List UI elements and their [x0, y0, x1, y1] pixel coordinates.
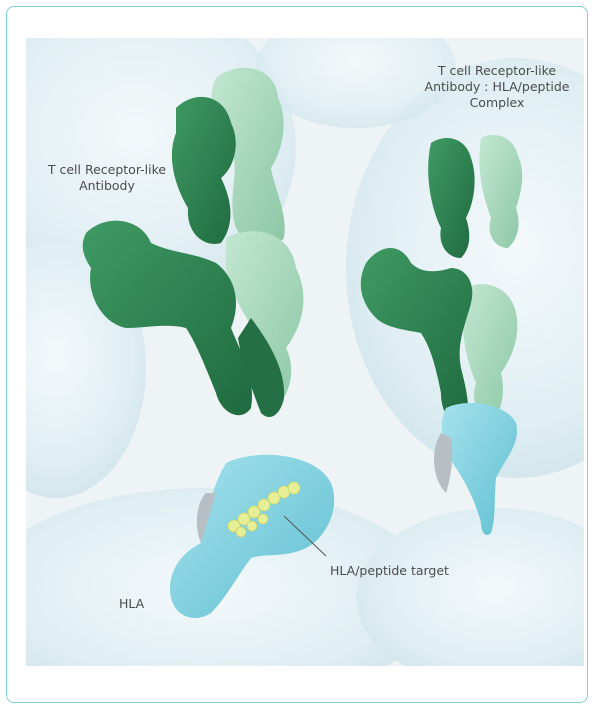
label-tcr-like-antibody: T cell Receptor-like Antibody	[32, 162, 182, 194]
figure-illustration: T cell Receptor-like Antibody T cell Rec…	[26, 38, 584, 666]
label-complex-line2: Antibody : HLA/peptide	[412, 79, 582, 95]
label-tcr-line2: Antibody	[32, 178, 182, 194]
label-hla-peptide-target: HLA/peptide target	[330, 563, 449, 579]
label-complex: T cell Receptor-like Antibody : HLA/pept…	[412, 63, 582, 111]
illustration-canvas	[26, 38, 584, 666]
label-tcr-line1: T cell Receptor-like	[32, 162, 182, 178]
label-complex-line1: T cell Receptor-like	[412, 63, 582, 79]
label-hla: HLA	[119, 596, 144, 612]
label-complex-line3: Complex	[412, 95, 582, 111]
